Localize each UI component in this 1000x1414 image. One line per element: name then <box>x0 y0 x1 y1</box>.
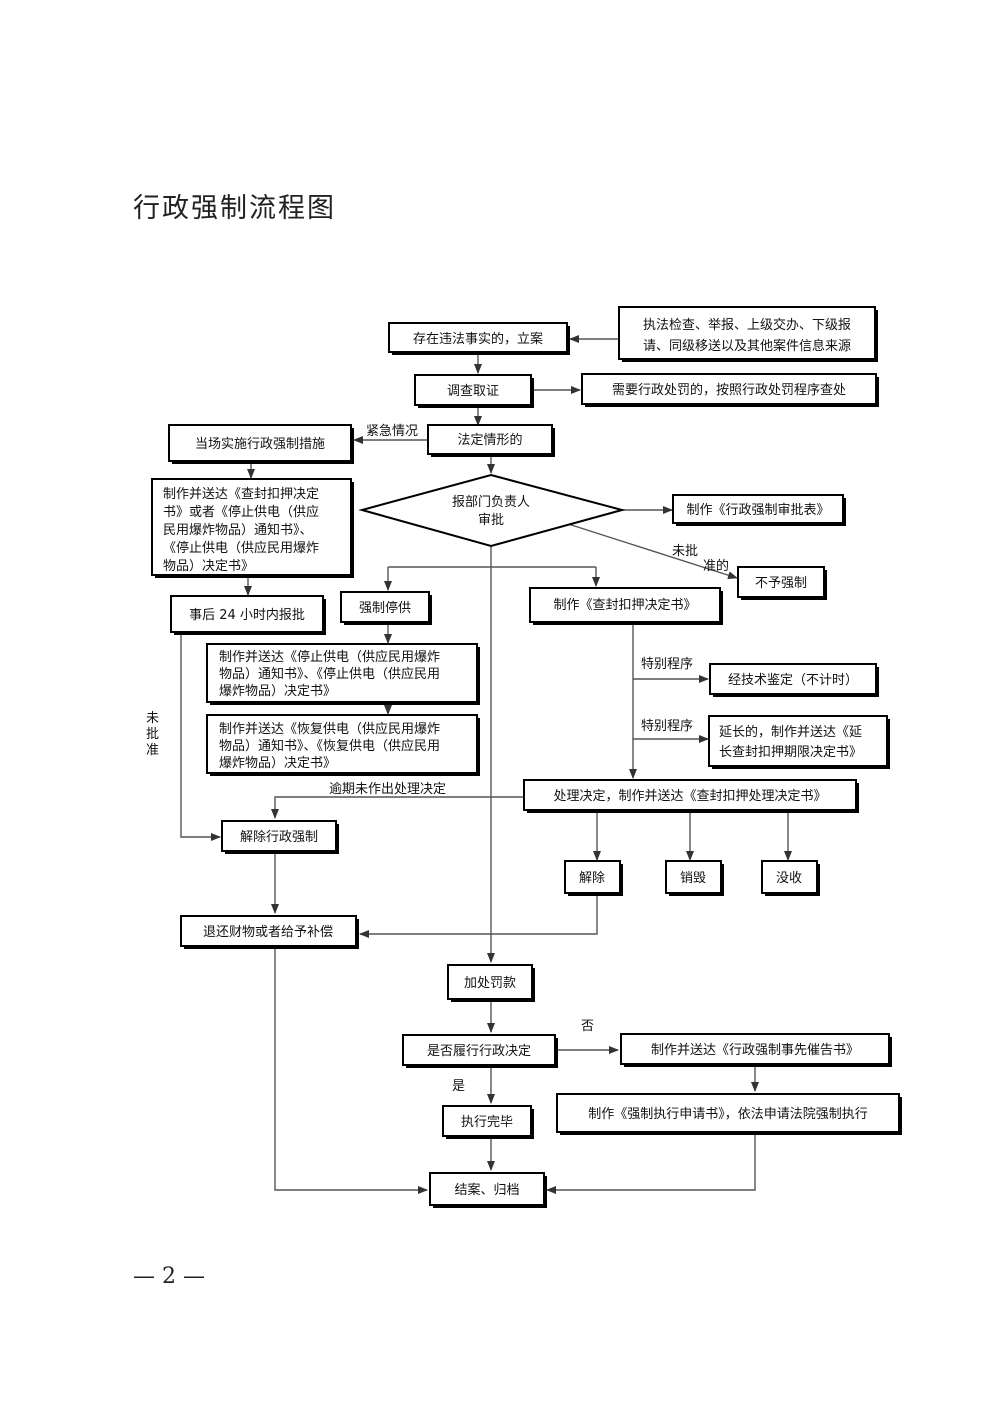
no-enforce-text: 不予强制 <box>755 576 807 591</box>
seal-decision-text: 制作《查封扣押决定书》 <box>553 598 696 613</box>
handling-decision-box: 处理决定，制作并送达《查封扣押处理决定书》 <box>523 779 859 813</box>
arrow-approval-to-noenforce <box>561 521 738 580</box>
reminder-text: 制作并送达《行政强制事先催告书》 <box>651 1043 859 1058</box>
stop-notice-line-2: 物品）通知书》、《停止供电（供应民用 <box>219 666 440 682</box>
label-not-approved-v-3: 准 <box>146 743 159 758</box>
release-box: 解除 <box>564 860 623 896</box>
resume-notice-line-3: 爆炸物品）决定书》 <box>219 756 336 771</box>
close-case-text: 结案、归档 <box>454 1183 519 1198</box>
release-measure-box: 解除行政强制 <box>221 820 339 854</box>
admin-penalty-text: 需要行政处罚的，按照行政处罚程序查处 <box>612 382 846 398</box>
deliver-line-4: 《停止供电（供应民用爆炸 <box>163 540 319 556</box>
legal-situation-box: 法定情形的 <box>427 424 555 457</box>
deliver-decision-box: 制作并送达《查封扣押决定 书》或者《停止供电（供应 民用爆炸物品）通知书》、 《… <box>151 478 354 578</box>
label-yes: 是 <box>452 1079 465 1094</box>
approval-diamond: 报部门负责人 审批 <box>358 473 626 548</box>
approval-line-2: 审批 <box>478 513 504 528</box>
executed-text: 执行完毕 <box>461 1115 513 1130</box>
stop-notice-line-3: 爆炸物品）决定书》 <box>219 684 336 699</box>
arrow-release-item-to-return <box>359 896 598 938</box>
source-line-2: 请、同级移送以及其他案件信息来源 <box>643 338 851 354</box>
extend-line-1: 延长的，制作并送达《延 <box>719 724 862 740</box>
report-24h-box: 事后 24 小时内报批 <box>170 595 326 635</box>
deliver-line-5: 物品）决定书》 <box>163 559 254 574</box>
court-apply-text: 制作《强制执行申请书》，依法申请法院强制执行 <box>588 1107 868 1122</box>
approval-form-text: 制作《行政强制审批表》 <box>686 503 829 518</box>
fulfilled-question-box: 是否履行行政决定 <box>402 1034 558 1068</box>
arrow-overdue <box>271 796 523 819</box>
destroy-box: 销毁 <box>665 860 724 896</box>
stop-notice-box: 制作并送达《停止供电（供应民用爆炸 物品）通知书》、《停止供电（供应民用 爆炸物… <box>206 643 480 705</box>
page-number: — 2 — <box>133 1264 205 1289</box>
label-special-2: 特别程序 <box>641 719 693 734</box>
arrow-report-to-release <box>180 635 221 841</box>
label-emergency: 紧急情况 <box>366 424 418 439</box>
handling-decision-text: 处理决定，制作并送达《查封扣押处理决定书》 <box>553 789 826 804</box>
tech-appraisal-text: 经技术鉴定（不计时） <box>728 673 858 688</box>
resume-notice-line-1: 制作并送达《恢复供电（供应民用爆炸 <box>219 721 440 737</box>
onsite-measure-box: 当场实施行政强制措施 <box>168 424 354 464</box>
source-line-1: 执法检查、举报、上级交办、下级报 <box>643 317 851 333</box>
deliver-line-2: 书》或者《停止供电（供应 <box>163 504 319 520</box>
filing-box: 存在违法事实的，立案 <box>388 322 570 355</box>
approval-line-1: 报部门负责人 <box>452 495 530 510</box>
confiscate-box: 没收 <box>761 860 820 896</box>
no-enforce-box: 不予强制 <box>737 566 827 600</box>
court-apply-box: 制作《强制执行申请书》，依法申请法院强制执行 <box>556 1093 902 1135</box>
resume-notice-box: 制作并送达《恢复供电（供应民用爆炸 物品）通知书》、《恢复供电（供应民用 爆炸物… <box>206 714 480 776</box>
reminder-box: 制作并送达《行政强制事先催告书》 <box>620 1033 892 1067</box>
page-title: 行政强制流程图 <box>133 193 336 224</box>
label-not-approved-v-1: 未 <box>146 711 159 726</box>
seal-decision-box: 制作《查封扣押决定书》 <box>529 587 723 625</box>
return-property-text: 退还财物或者给予补偿 <box>203 925 333 940</box>
label-not-approved-2: 准的 <box>703 558 729 574</box>
forced-stop-text: 强制停供 <box>359 600 411 616</box>
close-case-box: 结案、归档 <box>429 1172 547 1208</box>
connectors <box>180 335 792 1194</box>
tech-appraisal-box: 经技术鉴定（不计时） <box>709 663 879 697</box>
add-fine-box: 加处罚款 <box>447 964 535 1002</box>
add-fine-text: 加处罚款 <box>464 976 516 991</box>
return-property-box: 退还财物或者给予补偿 <box>180 915 359 949</box>
destroy-text: 销毁 <box>680 871 706 886</box>
arrow-court-to-close <box>546 1135 756 1194</box>
label-special-1: 特别程序 <box>641 657 693 672</box>
label-not-approved-1: 未批 <box>672 544 698 559</box>
release-text: 解除 <box>579 871 605 886</box>
extend-box: 延长的，制作并送达《延 长查封扣押期限决定书》 <box>708 715 890 769</box>
legal-situation-text: 法定情形的 <box>457 432 522 448</box>
release-measure-text: 解除行政强制 <box>240 830 318 845</box>
resume-notice-line-2: 物品）通知书》、《恢复供电（供应民用 <box>219 738 440 754</box>
deliver-line-1: 制作并送达《查封扣押决定 <box>163 487 319 502</box>
approval-form-box: 制作《行政强制审批表》 <box>672 494 846 526</box>
edge-labels: 紧急情况 未批 准的 未 批 准 特别程序 特别程序 逾期未作出处理决定 否 是 <box>146 424 729 1094</box>
stop-notice-line-1: 制作并送达《停止供电（供应民用爆炸 <box>219 649 440 665</box>
deliver-line-3: 民用爆炸物品）通知书》、 <box>163 522 313 538</box>
investigate-text: 调查取证 <box>447 384 499 399</box>
arrow-return-to-close <box>274 948 428 1194</box>
fulfilled-question-text: 是否履行行政决定 <box>427 1044 531 1059</box>
report-24h-text: 事后 24 小时内报批 <box>189 607 305 623</box>
confiscate-text: 没收 <box>776 871 802 886</box>
filing-text: 存在违法事实的，立案 <box>413 331 543 347</box>
executed-box: 执行完毕 <box>442 1105 534 1139</box>
forced-stop-box: 强制停供 <box>340 591 432 625</box>
label-not-approved-v-2: 批 <box>146 727 159 742</box>
source-box: 执法检查、举报、上级交办、下级报 请、同级移送以及其他案件信息来源 <box>618 306 878 362</box>
extend-line-2: 长查封扣押期限决定书》 <box>719 745 862 760</box>
admin-penalty-box: 需要行政处罚的，按照行政处罚程序查处 <box>581 373 879 407</box>
label-no: 否 <box>581 1019 594 1034</box>
label-overdue: 逾期未作出处理决定 <box>329 782 446 797</box>
onsite-measure-text: 当场实施行政强制措施 <box>195 437 325 452</box>
investigate-box: 调查取证 <box>414 374 534 408</box>
